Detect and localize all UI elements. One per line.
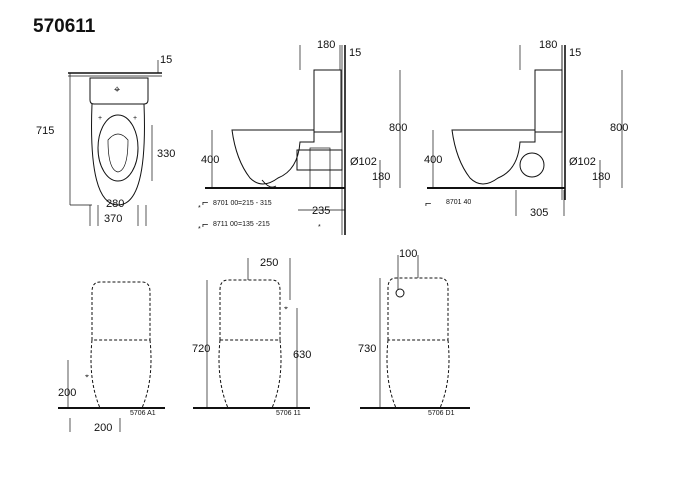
dim-tank-depth: 180 [317, 39, 335, 51]
svg-text:=135 -215: =135 -215 [238, 221, 270, 228]
dim-outlet-height: 180 [592, 171, 610, 183]
svg-text:*: * [198, 226, 201, 233]
dim-tank-depth: 180 [539, 39, 557, 51]
dim-outlet-diameter: Ø102 [569, 156, 596, 168]
bowl [451, 129, 536, 185]
dim-side: 200 [58, 387, 76, 399]
bowl-outline [386, 339, 450, 409]
connector-8701-00: * ⌐ 8701 00 =215 - 315 [198, 197, 272, 212]
product-code: 5706 11 [276, 410, 301, 417]
bowl-outline [218, 339, 282, 409]
svg-text:8711 00: 8711 00 [213, 221, 238, 228]
dim-inlet: 630 [293, 349, 311, 361]
connector-code: 8701 40 [446, 199, 471, 206]
dim-height: 800 [389, 122, 407, 134]
dim-inner-width: 280 [106, 198, 124, 210]
dim-top: 100 [399, 248, 417, 260]
side-view-1: 180 15 800 400 Ø102 180 235 * * ⌐ 8701 0… [198, 39, 407, 235]
dim-outlet-diameter: Ø102 [350, 156, 377, 168]
front-view-a1: ⌖ 200 200 5706 A1 [58, 281, 165, 434]
product-code: 5706 A1 [130, 410, 156, 417]
dim-top: 250 [260, 257, 278, 269]
inlet-icon: ⌖ [85, 373, 89, 380]
outlet-connector [296, 149, 343, 171]
connector-icon: ⌐ [202, 197, 208, 209]
dim-depth: 715 [36, 125, 54, 137]
dim-wall: 15 [160, 54, 172, 66]
front-view-d1: 100 730 5706 D1 [358, 248, 470, 417]
top-view: ⌖ + + 715 15 330 280 370 [36, 54, 175, 226]
dim-bottom: 200 [94, 422, 112, 434]
tank-outline [387, 277, 449, 341]
svg-text:+: + [98, 115, 102, 122]
svg-text:8701 00: 8701 00 [213, 200, 238, 207]
side-view-2: 180 15 800 400 Ø102 180 305 ⌐ 8701 40 [424, 39, 628, 219]
product-code: 5706 D1 [428, 410, 455, 417]
dim-outlet-height: 180 [372, 171, 390, 183]
dim-seat-height: 400 [201, 154, 219, 166]
product-number: 570611 [33, 16, 96, 37]
dim-height: 730 [358, 343, 376, 355]
inlet-icon [395, 288, 405, 298]
dim-seat: 330 [157, 148, 175, 160]
bowl-outline [90, 339, 152, 409]
tank [534, 69, 563, 133]
inlet-icon: ⌖ [284, 305, 288, 312]
svg-text:=215 - 315: =215 - 315 [238, 200, 272, 207]
dim-wall: 15 [349, 47, 361, 59]
dim-height: 800 [610, 122, 628, 134]
connector-icon: ⌐ [425, 198, 431, 210]
front-view-11: 250 ⌖ 720 630 5706 11 [192, 257, 311, 417]
svg-text:*: * [318, 224, 321, 231]
bowl-outline [91, 103, 145, 206]
bowl [231, 129, 315, 185]
dim-outlet-distance: 305 [530, 207, 548, 219]
connector-8711-00: * ⌐ 8711 00 =135 -215 [198, 219, 270, 233]
seat-outline [97, 114, 139, 182]
svg-text:+: + [133, 115, 137, 122]
dim-outlet-distance: 235 [312, 205, 330, 217]
outlet-connector [519, 152, 545, 178]
svg-text:*: * [198, 205, 201, 212]
tank-outline [91, 281, 151, 341]
tank [313, 69, 342, 133]
dim-height: 720 [192, 343, 210, 355]
tank-outline [219, 279, 281, 341]
flush-button-icon: ⌖ [114, 84, 120, 96]
connector-icon: ⌐ [202, 219, 208, 231]
dim-seat-height: 400 [424, 154, 442, 166]
dim-outer-width: 370 [104, 213, 122, 225]
dim-wall: 15 [569, 47, 581, 59]
